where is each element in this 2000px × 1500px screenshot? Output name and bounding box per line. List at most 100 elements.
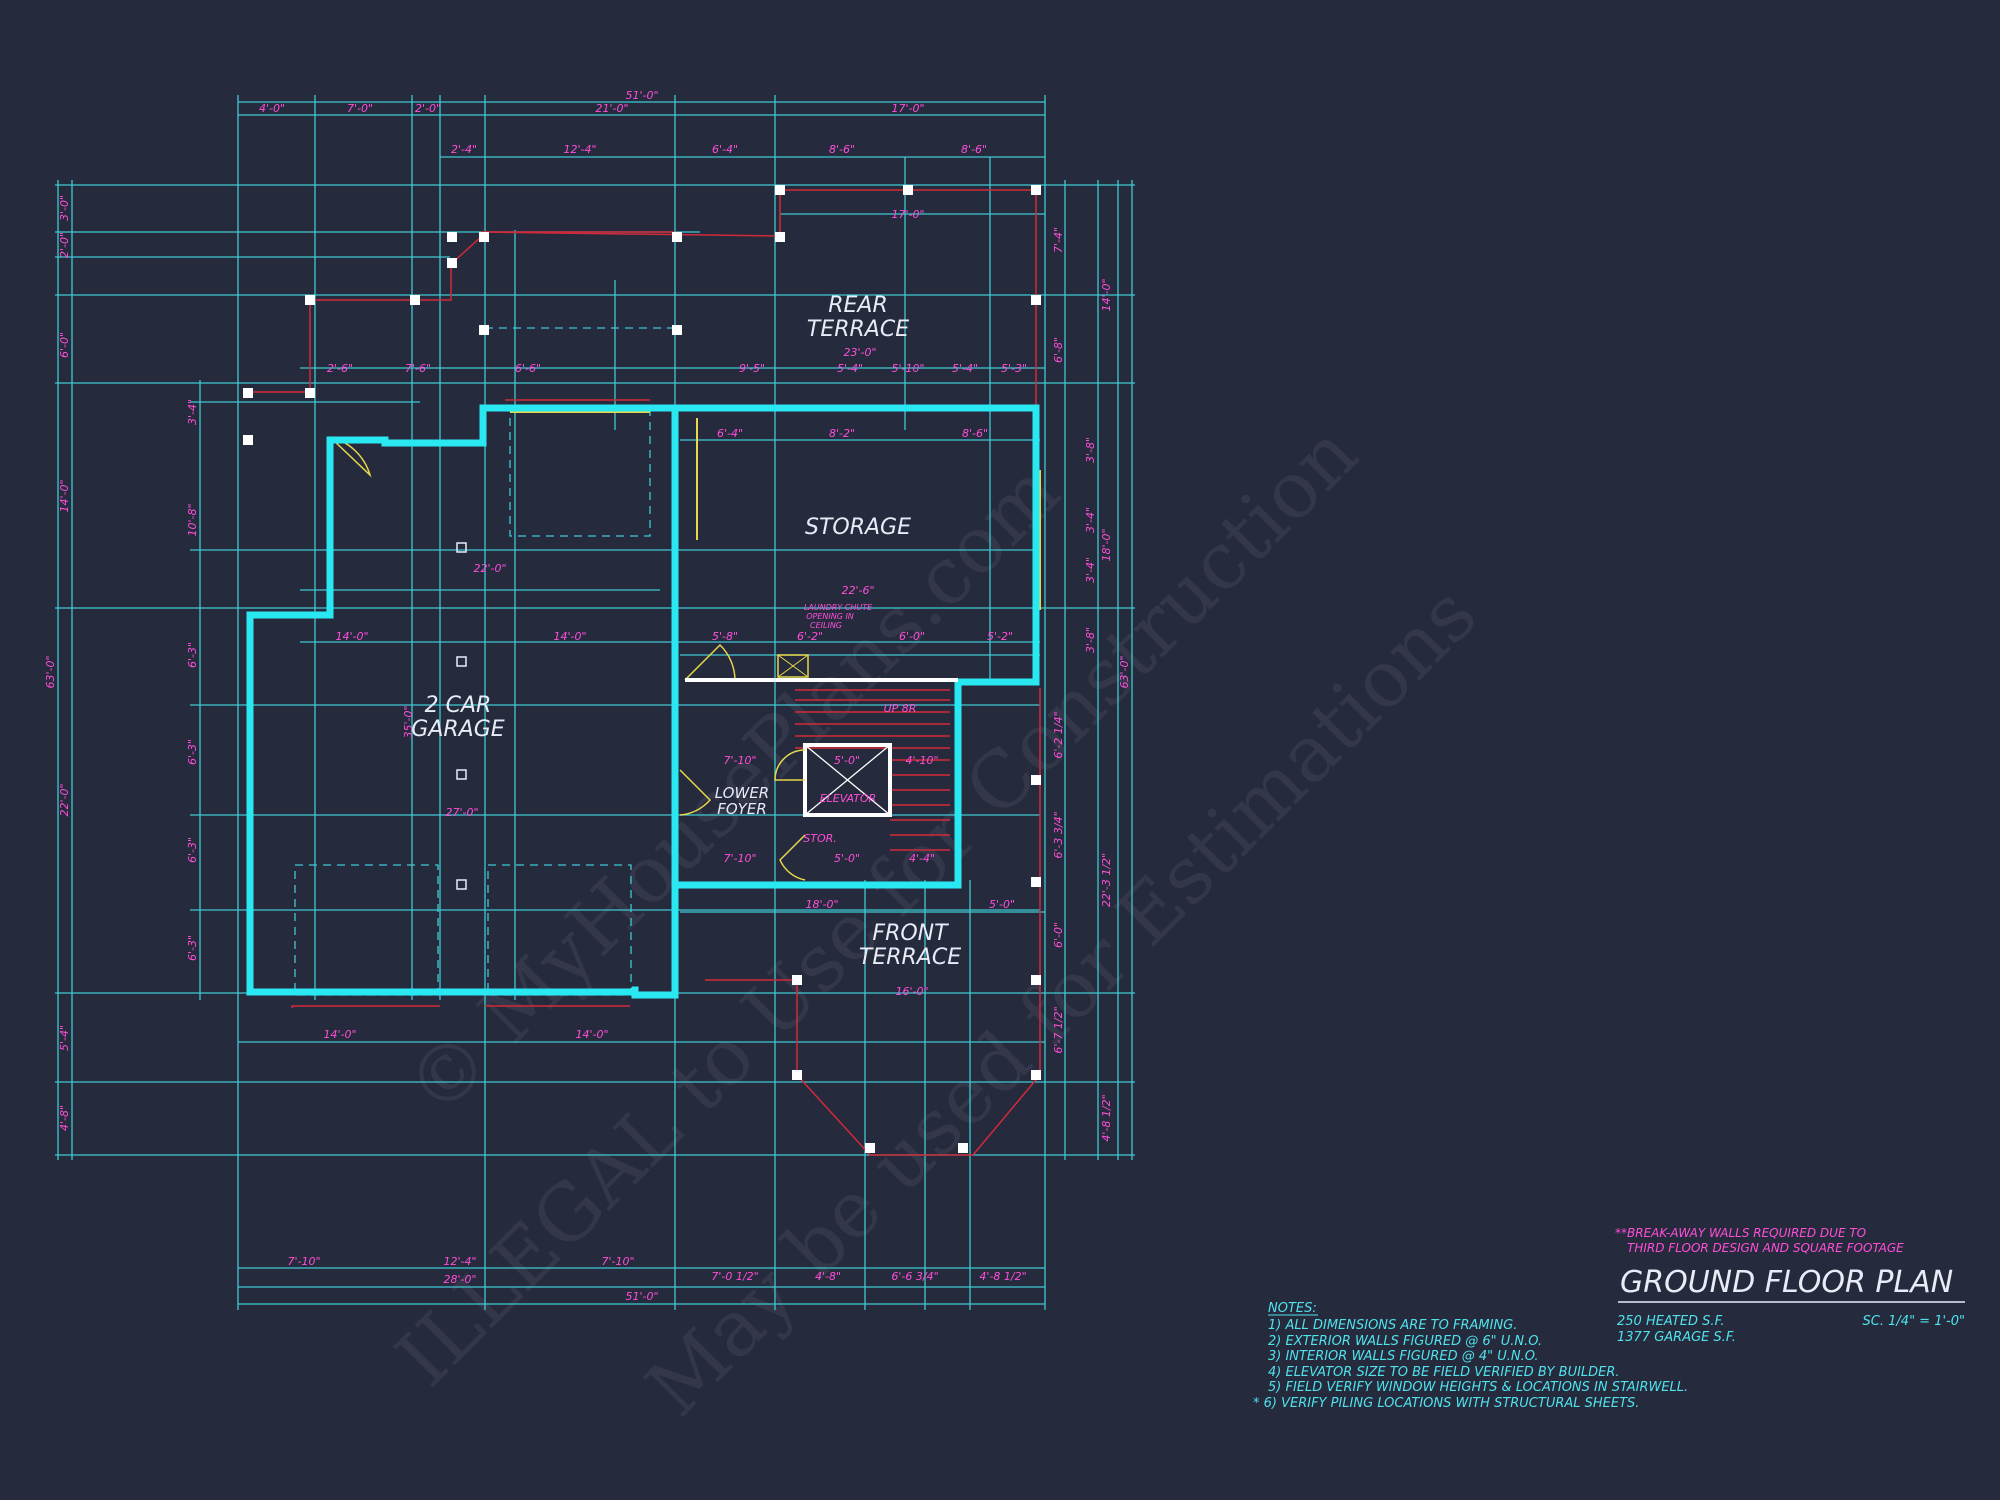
dim-garage-14b: 14'-0" bbox=[553, 630, 586, 643]
dim-foyer-5: 7'-10" bbox=[723, 754, 756, 767]
dim-bottom-28: 28'-0" bbox=[443, 1273, 476, 1286]
note-item: 4) ELEVATOR SIZE TO BE FIELD VERIFIED BY… bbox=[1268, 1365, 1620, 1380]
note-item: 5) FIELD VERIFY WINDOW HEIGHTS & LOCATIO… bbox=[1268, 1380, 1688, 1395]
heated-area: 250 HEATED S.F. bbox=[1617, 1314, 1725, 1329]
dim-left-5: 22'-0" bbox=[58, 783, 71, 816]
dim-left2-3: 6'-3" bbox=[186, 642, 199, 668]
dim-row2-3: 6'-4" bbox=[712, 143, 738, 156]
dim-left-overall: 63'-0" bbox=[44, 655, 57, 688]
exterior-walls bbox=[246, 404, 1040, 999]
dim-garage-height: 35'-0" bbox=[402, 705, 415, 738]
dim-bottom-14a: 14'-0" bbox=[323, 1028, 356, 1041]
dim-right-4: 3'-4" bbox=[1084, 507, 1097, 533]
dim-top-5: 17'-0" bbox=[891, 102, 924, 115]
dim-bottom-4: 7'-0 1/2" bbox=[711, 1270, 758, 1283]
dim-front-5: 5'-0" bbox=[989, 898, 1015, 911]
dim-row3-2: 7'-6" bbox=[405, 362, 431, 375]
dim-top-overall: 51'-0" bbox=[625, 89, 658, 102]
laundry-chute-label-1: LAUNDRY CHUTE bbox=[804, 603, 873, 612]
dim-row2-1: 2'-4" bbox=[451, 143, 477, 156]
dim-left-3: 6'-0" bbox=[58, 332, 71, 358]
dim-foyer-8: 7'-10" bbox=[723, 852, 756, 865]
laundry-chute-label-3: CEILING bbox=[810, 621, 842, 630]
rear-terrace-label-1: REAR bbox=[828, 293, 888, 318]
dim-left-2: 2'-0" bbox=[58, 232, 71, 258]
dim-storage-depth: 22'-6" bbox=[841, 584, 874, 597]
garage-area: 1377 GARAGE S.F. bbox=[1617, 1330, 1736, 1345]
dim-storage-2: 8'-2" bbox=[829, 427, 855, 440]
dim-garage-27: 27'-0" bbox=[445, 806, 478, 819]
dim-bottom-6: 6'-6 3/4" bbox=[891, 1270, 938, 1283]
pilings bbox=[243, 185, 1041, 1153]
dim-right-2: 6'-8" bbox=[1052, 337, 1065, 363]
dim-bottom-3: 7'-10" bbox=[601, 1255, 634, 1268]
dim-right-8: 6'-3 3/4" bbox=[1052, 811, 1065, 858]
garage-label-2: GARAGE bbox=[411, 717, 504, 742]
dim-bottom-14b: 14'-0" bbox=[575, 1028, 608, 1041]
stor-label: STOR. bbox=[803, 832, 837, 845]
dim-bottom-2: 12'-4" bbox=[443, 1255, 476, 1268]
dim-foyer-6: 5'-0" bbox=[834, 754, 860, 767]
dim-row3-5: 5'-4" bbox=[837, 362, 863, 375]
dim-storage-1: 6'-4" bbox=[717, 427, 743, 440]
warning-line-2: THIRD FLOOR DESIGN AND SQUARE FOOTAGE bbox=[1627, 1241, 1904, 1255]
dim-foyer-2: 6'-2" bbox=[797, 630, 823, 643]
note-item: 1) ALL DIMENSIONS ARE TO FRAMING. bbox=[1268, 1318, 1517, 1333]
dim-garage-22: 22'-0" bbox=[473, 562, 506, 575]
dim-right2-3: 22'-3 1/2" bbox=[1100, 853, 1113, 907]
vertical-dimension-labels: 63'-0" 3'-0" 2'-0" 6'-0" 14'-0" 22'-0" 5… bbox=[44, 195, 1131, 1142]
dim-left2-2: 10'-8" bbox=[186, 503, 199, 536]
dim-top-3: 2'-0" bbox=[415, 102, 441, 115]
dim-left2-4: 6'-3" bbox=[186, 739, 199, 765]
watermark-line-2: ILLEGAL to Use for Construction bbox=[380, 408, 1375, 1403]
notes-heading: NOTES: bbox=[1268, 1301, 1317, 1316]
dim-bottom-5: 4'-8" bbox=[815, 1270, 841, 1283]
dim-top-4: 21'-0" bbox=[595, 102, 628, 115]
dim-left2-5: 6'-3" bbox=[186, 837, 199, 863]
rear-terrace-label-2: TERRACE bbox=[807, 317, 909, 342]
dim-storage-3: 8'-6" bbox=[962, 427, 988, 440]
dim-row3-4: 9'-5" bbox=[739, 362, 765, 375]
dim-right-1: 7'-4" bbox=[1052, 227, 1065, 253]
dim-row2-5: 8'-6" bbox=[961, 143, 987, 156]
room-labels: REAR TERRACE STORAGE 2 CAR GARAGE LOWER … bbox=[411, 293, 961, 970]
dim-bottom-overall: 51'-0" bbox=[625, 1290, 658, 1303]
dim-foyer-1: 5'-8" bbox=[712, 630, 738, 643]
stair-up-label: UP 8R bbox=[884, 702, 917, 715]
notes-block: NOTES: 1) ALL DIMENSIONS ARE TO FRAMING.… bbox=[1253, 1301, 1688, 1411]
dim-front-16: 16'-0" bbox=[895, 985, 928, 998]
dim-left-4: 14'-0" bbox=[58, 479, 71, 512]
dim-rear-width: 17'-0" bbox=[891, 208, 924, 221]
dim-foyer-10: 4'-4" bbox=[909, 852, 935, 865]
dim-bottom-7: 4'-8 1/2" bbox=[979, 1270, 1026, 1283]
dim-right2-2: 18'-0" bbox=[1100, 528, 1113, 561]
dim-bottom-1: 7'-10" bbox=[287, 1255, 320, 1268]
dim-foyer-4: 5'-2" bbox=[987, 630, 1013, 643]
dim-row3-3: 6'-6" bbox=[515, 362, 541, 375]
plan-title: GROUND FLOOR PLAN bbox=[1620, 1265, 1953, 1300]
warning-line-1: **BREAK-AWAY WALLS REQUIRED DUE TO bbox=[1615, 1226, 1866, 1240]
dimension-labels: 51'-0" 4'-0" 7'-0" 2'-0" 21'-0" 17'-0" 2… bbox=[259, 89, 1027, 1303]
dim-row3-7: 5'-4" bbox=[952, 362, 978, 375]
dim-garage-14a: 14'-0" bbox=[335, 630, 368, 643]
dim-rear-depth: 23'-0" bbox=[843, 346, 876, 359]
note-item: 2) EXTERIOR WALLS FIGURED @ 6" U.N.O. bbox=[1268, 1334, 1542, 1349]
interior-columns bbox=[456, 542, 467, 890]
elevator-label: ELEVATOR bbox=[820, 792, 877, 805]
dim-right-9: 6'-0" bbox=[1052, 922, 1065, 948]
dim-foyer-7: 4'-10" bbox=[905, 754, 938, 767]
front-terrace-label-2: TERRACE bbox=[859, 945, 961, 970]
dim-right-6: 3'-8" bbox=[1084, 627, 1097, 653]
foyer-label-2: FOYER bbox=[717, 800, 767, 818]
dim-right2-1: 14'-0" bbox=[1100, 278, 1113, 311]
dim-right-10: 6'-7 1/2" bbox=[1052, 1006, 1065, 1053]
title-block: **BREAK-AWAY WALLS REQUIRED DUE TO THIRD… bbox=[1615, 1226, 1965, 1345]
dim-row2-4: 8'-6" bbox=[829, 143, 855, 156]
dim-row3-6: 5'-10" bbox=[891, 362, 924, 375]
dim-row2-2: 12'-4" bbox=[563, 143, 596, 156]
dim-top-1: 4'-0" bbox=[259, 102, 285, 115]
dim-row3-1: 2'-6" bbox=[327, 362, 353, 375]
dim-left-1: 3'-0" bbox=[58, 195, 71, 221]
dim-row3-8: 5'-3" bbox=[1001, 362, 1027, 375]
